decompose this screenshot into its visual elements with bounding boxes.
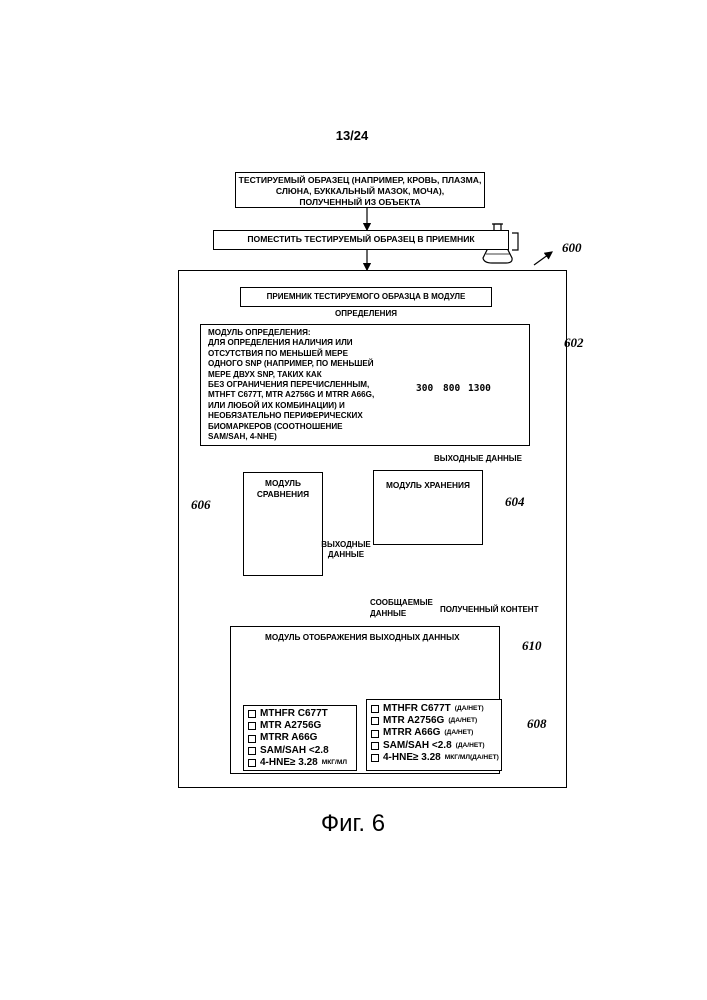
result-suffix: (ДА/НЕТ)	[448, 715, 477, 727]
sample-receiver-box: ПРИЕМНИК ТЕСТИРУЕМОГО ОБРАЗЦА В МОДУЛЕ О…	[240, 287, 492, 307]
output-data-side-label: ВЫХОДНЫЕ ДАННЫЕ	[321, 540, 371, 560]
communicated-line-2: ДАННЫЕ	[370, 608, 433, 619]
output-side-line-2: ДАННЫЕ	[321, 550, 371, 560]
ref-602: 602	[564, 335, 584, 351]
results-list-printer: MTHFR C677T(ДА/НЕТ) MTR A2756G(ДА/НЕТ) M…	[366, 699, 502, 771]
result-item: MTR A2756G	[248, 720, 356, 732]
result-item: 4-HNE≥ 3.28МКГ/МЛ(ДА/НЕТ)	[371, 752, 501, 764]
checkbox-icon	[371, 717, 379, 725]
comparison-line-1: МОДУЛЬ	[243, 478, 323, 489]
detection-line: SAM/SAH, 4-NHE)	[208, 432, 374, 442]
result-suffix: (ДА/НЕТ)	[455, 703, 484, 715]
checkbox-icon	[371, 730, 379, 738]
checkbox-icon	[371, 742, 379, 750]
communicated-line-1: СООБЩАЕМЫЕ	[370, 597, 433, 608]
result-item: SAM/SAH <2.8(ДА/НЕТ)	[371, 740, 501, 752]
result-item: MTRR A66G	[248, 732, 356, 744]
result-suffix: МКГ/МЛ(ДА/НЕТ)	[445, 752, 499, 764]
sample-line-3: ПОЛУЧЕННЫЙ ИЗ ОБЪЕКТА	[236, 197, 484, 208]
sample-line-1: ТЕСТИРУЕМЫЙ ОБРАЗЕЦ (НАПРИМЕР, КРОВЬ, ПЛ…	[236, 175, 484, 186]
ref-600-leader	[534, 252, 552, 265]
result-suffix: (ДА/НЕТ)	[456, 740, 485, 752]
spectrum-tick-800: 800	[443, 383, 460, 394]
detection-line: MTHFT C677T, MTR A2756G И MTRR A66G,	[208, 390, 374, 400]
page-number: 13/24	[322, 128, 382, 143]
ref-610: 610	[522, 638, 542, 654]
detection-line: ОДНОГО SNP (НАПРИМЕР, ПО МЕНЬШЕЙ	[208, 359, 374, 369]
detection-line: НЕОБЯЗАТЕЛЬНО ПЕРИФЕРИЧЕСКИХ	[208, 411, 374, 421]
storage-module-label: МОДУЛЬ ХРАНЕНИЯ	[373, 480, 483, 491]
ref-600: 600	[562, 240, 582, 256]
test-sample-box: ТЕСТИРУЕМЫЙ ОБРАЗЕЦ (НАПРИМЕР, КРОВЬ, ПЛ…	[235, 172, 485, 208]
checkbox-icon	[371, 754, 379, 762]
result-item: MTHFR C677T(ДА/НЕТ)	[371, 703, 501, 715]
display-module-title: МОДУЛЬ ОТОБРАЖЕНИЯ ВЫХОДНЫХ ДАННЫХ	[265, 632, 460, 643]
checkbox-icon	[248, 759, 256, 767]
spectrum-tick-1300: 1300	[468, 383, 491, 394]
place-sample-label: ПОМЕСТИТЬ ТЕСТИРУЕМЫЙ ОБРАЗЕЦ В ПРИЕМНИК	[247, 234, 474, 244]
comparison-module-label: МОДУЛЬ СРАВНЕНИЯ	[243, 478, 323, 500]
checkbox-icon	[248, 722, 256, 730]
detection-line: МЕРЕ ДВУХ SNP, ТАКИХ КАК	[208, 370, 374, 380]
detection-module-text: МОДУЛЬ ОПРЕДЕЛЕНИЯ: ДЛЯ ОПРЕДЕЛЕНИЯ НАЛИ…	[208, 328, 374, 442]
spectrum-tick-300: 300	[416, 383, 433, 394]
result-item: MTR A2756G(ДА/НЕТ)	[371, 715, 501, 727]
detection-line: БИОМАРКЕРОВ (СООТНОШЕНИЕ	[208, 422, 374, 432]
communicated-data-label: СООБЩАЕМЫЕ ДАННЫЕ	[370, 597, 433, 619]
result-unit: МКГ/МЛ	[322, 757, 347, 769]
detection-line: ИЛИ ЛЮБОЙ ИХ КОМБИНАЦИИ) И	[208, 401, 374, 411]
detection-line: ДЛЯ ОПРЕДЕЛЕНИЯ НАЛИЧИЯ ИЛИ	[208, 338, 374, 348]
checkbox-icon	[248, 735, 256, 743]
output-data-label: ВЫХОДНЫЕ ДАННЫЕ	[434, 453, 522, 464]
checkbox-icon	[248, 747, 256, 755]
place-sample-box: ПОМЕСТИТЬ ТЕСТИРУЕМЫЙ ОБРАЗЕЦ В ПРИЕМНИК	[213, 230, 509, 250]
comparison-line-2: СРАВНЕНИЯ	[243, 489, 323, 500]
obtained-content-label: ПОЛУЧЕННЫЙ КОНТЕНТ	[440, 604, 538, 615]
checkbox-icon	[371, 705, 379, 713]
result-item: 4-HNE≥ 3.28МКГ/МЛ	[248, 757, 356, 769]
ref-606: 606	[191, 497, 211, 513]
checkbox-icon	[248, 710, 256, 718]
result-item: MTRR A66G(ДА/НЕТ)	[371, 727, 501, 739]
output-side-line-1: ВЫХОДНЫЕ	[321, 540, 371, 550]
result-suffix: (ДА/НЕТ)	[444, 727, 473, 739]
detection-line: МОДУЛЬ ОПРЕДЕЛЕНИЯ:	[208, 328, 374, 338]
result-item: MTHFR C677T	[248, 708, 356, 720]
result-item: SAM/SAH <2.8	[248, 745, 356, 757]
figure-caption: Фиг. 6	[303, 810, 403, 838]
detection-line: БЕЗ ОГРАНИЧЕНИЯ ПЕРЕЧИСЛЕННЫМ,	[208, 380, 374, 390]
sample-line-2: СЛЮНА, БУККАЛЬНЫЙ МАЗОК, МОЧА),	[236, 186, 484, 197]
detection-line: ОТСУТСТВИЯ ПО МЕНЬШЕЙ МЕРЕ	[208, 349, 374, 359]
ref-604: 604	[505, 494, 525, 510]
flask-bracket	[512, 233, 518, 250]
results-list-monitor: MTHFR C677T MTR A2756G MTRR A66G SAM/SAH…	[243, 705, 357, 771]
ref-608: 608	[527, 716, 547, 732]
